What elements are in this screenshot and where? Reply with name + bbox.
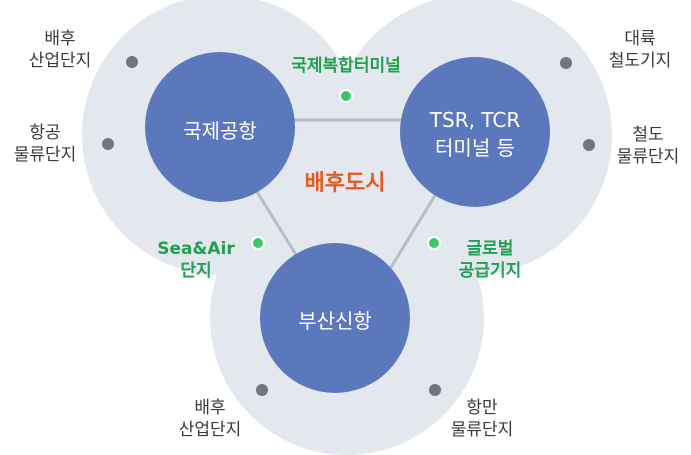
port-right-label: 항만 물류단지	[450, 398, 514, 440]
port-hub-label: 부산신항	[298, 309, 372, 333]
port-left-label: 배후 산업단지	[178, 398, 242, 440]
airport-lower-label: 항공 물류단지	[13, 123, 77, 165]
top-link-label: 국제복합터미널	[291, 56, 401, 76]
terminal-hub-label: TSR, TCR 터미널 등	[429, 108, 521, 160]
airport-upper-label: 배후 산업단지	[28, 29, 92, 71]
right-link-dot	[427, 236, 441, 250]
terminal-upper-label: 대륙 철도기지	[608, 29, 672, 71]
airport-hub-label: 국제공항	[183, 119, 257, 143]
port-left-dot	[256, 384, 268, 396]
airport-lower-dot	[102, 138, 114, 150]
left-link-dot	[251, 236, 265, 250]
center-label: 배후도시	[304, 171, 386, 196]
top-link-dot	[339, 89, 353, 103]
airport-upper-dot	[126, 56, 138, 68]
terminal-upper-dot	[560, 57, 572, 69]
port-hub	[260, 243, 410, 393]
terminal-lower-label: 철도 물류단지	[616, 125, 680, 167]
left-link-label: Sea&Air 단지	[157, 239, 235, 281]
terminal-hub	[400, 57, 550, 207]
port-right-dot	[429, 384, 441, 396]
airport-hub	[145, 52, 295, 202]
terminal-lower-dot	[583, 139, 595, 151]
right-link-label: 글로벌 공급기지	[458, 239, 522, 281]
